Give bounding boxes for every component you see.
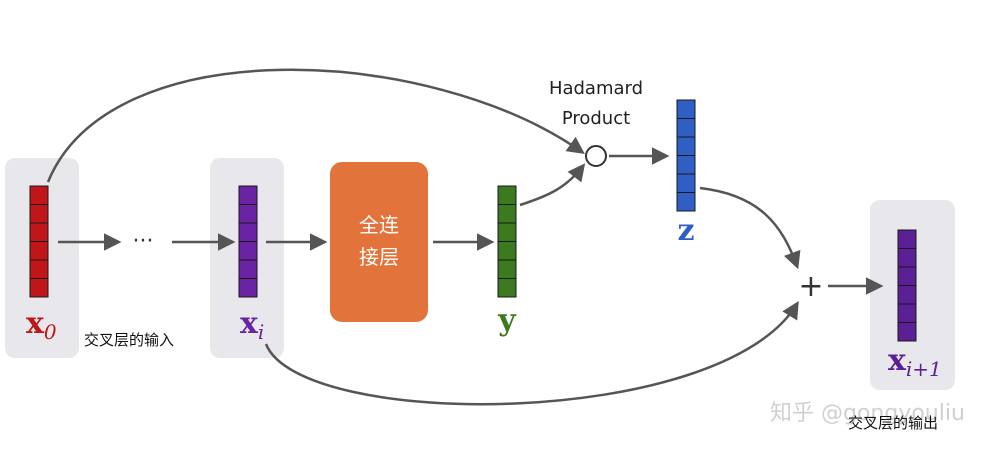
y-label: y xyxy=(497,303,517,338)
vector-cell xyxy=(238,185,258,205)
fully-connected-box xyxy=(330,162,428,322)
vector-cell xyxy=(29,204,49,224)
vector-cell xyxy=(29,259,49,279)
xi-label: xi xyxy=(240,306,264,344)
vector-cell xyxy=(897,266,917,286)
fully-connected-label-line1: 全连 xyxy=(359,213,399,237)
vector-cell xyxy=(29,278,49,298)
vector-cell xyxy=(497,259,517,279)
vector-cell xyxy=(897,303,917,323)
vector-cell xyxy=(29,222,49,242)
fully-connected-label-line2: 接层 xyxy=(359,245,399,269)
output-label: xi+1 xyxy=(888,343,942,381)
vector-cell xyxy=(238,241,258,261)
arrow-y-to-hadamard xyxy=(519,163,586,207)
vector-cell xyxy=(238,222,258,242)
watermark-text: 知乎 @gongyouliu xyxy=(770,401,965,426)
input-caption: 交叉层的输入 xyxy=(84,331,174,349)
vector-cell xyxy=(897,285,917,305)
x0-vector xyxy=(29,185,49,298)
vector-cell xyxy=(238,204,258,224)
vector-cell xyxy=(676,136,696,156)
y-vector xyxy=(497,185,517,298)
vector-cell xyxy=(676,155,696,175)
arrow-x0-to-hadamard xyxy=(46,68,585,183)
plus-icon: + xyxy=(798,269,823,304)
xi-vector xyxy=(238,185,258,298)
vector-cell xyxy=(676,173,696,193)
vector-cell xyxy=(497,204,517,224)
vector-cell xyxy=(29,241,49,261)
arrow-xi-to-plus xyxy=(264,301,799,406)
vector-cell xyxy=(897,248,917,268)
vector-cell xyxy=(676,99,696,119)
vector-cell xyxy=(497,241,517,261)
vector-cell xyxy=(897,322,917,342)
vector-cell xyxy=(497,278,517,298)
vector-cell xyxy=(497,185,517,205)
vector-cell xyxy=(238,259,258,279)
vector-cell xyxy=(29,185,49,205)
vector-cell xyxy=(897,229,917,249)
output-caption: 交叉层的输出 xyxy=(848,414,938,432)
output-vector xyxy=(897,229,917,342)
arrow-z-to-plus xyxy=(699,186,801,270)
vector-cell xyxy=(238,278,258,298)
vector-cell xyxy=(676,118,696,138)
hadamard-label-line1: Hadamard xyxy=(549,78,643,99)
vector-cell xyxy=(497,222,517,242)
z-vector xyxy=(676,99,696,212)
x0-label: x0 xyxy=(26,306,57,344)
vector-cell xyxy=(676,192,696,212)
ellipsis-text: ··· xyxy=(133,229,154,254)
hadamard-label-line2: Product xyxy=(562,108,630,129)
hadamard-circle-icon xyxy=(585,145,607,167)
z-label: z xyxy=(677,213,694,248)
